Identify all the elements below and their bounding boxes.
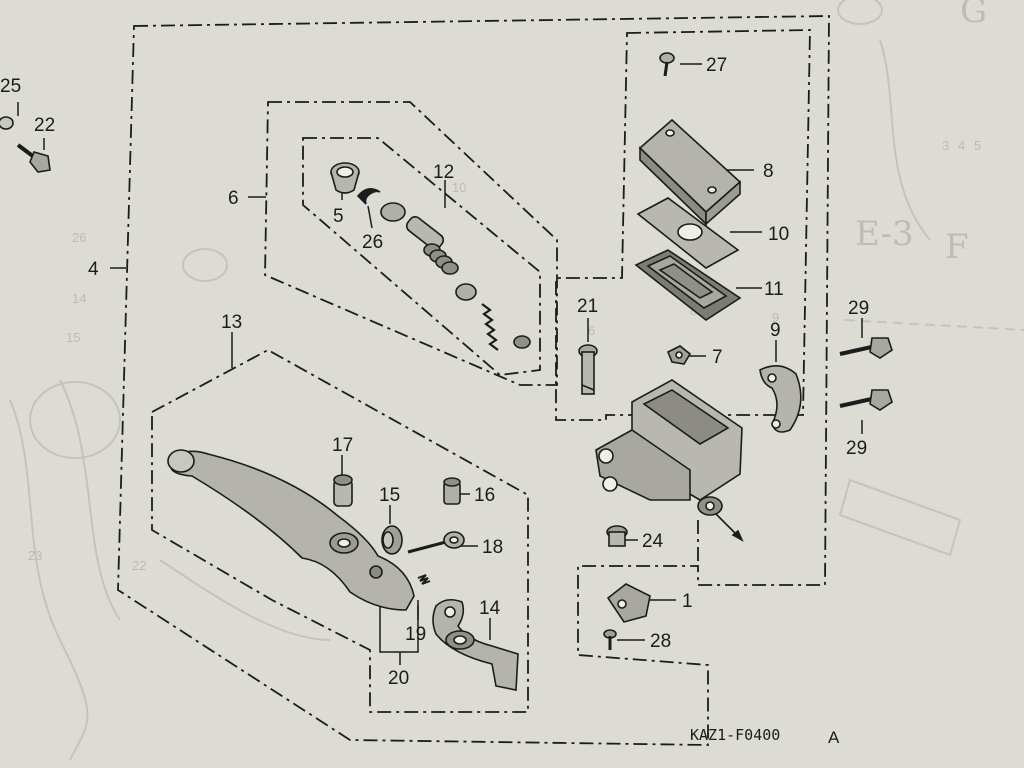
callout-19: 19 (405, 624, 426, 645)
dust-boot-5-part (330, 162, 360, 194)
diagram-code: KAZ1-F0400 (690, 726, 780, 744)
ghost-bar-right (838, 478, 962, 557)
leader-20-bracket (379, 605, 419, 653)
group-outlines (117, 15, 830, 746)
piston-12-part (380, 202, 531, 351)
outline-lever-13 (151, 348, 529, 713)
callout-28: 28 (650, 631, 671, 652)
bolt-22-part (16, 143, 51, 173)
bolt-29-upper-part (839, 337, 893, 359)
callout-21: 21 (577, 296, 598, 317)
callout-6: 6 (228, 188, 239, 209)
nut-7-part (666, 345, 692, 365)
screw-27-part (659, 52, 675, 77)
callout-4: 4 (88, 259, 99, 280)
ghost-harness (159, 559, 331, 641)
callout-10: 10 (768, 224, 789, 245)
ghost-label: G (960, 0, 987, 31)
ghost-label: 26 (72, 230, 86, 245)
callout-5: 5 (333, 206, 344, 227)
cap-24-part (606, 525, 628, 547)
callout-25: 25 (0, 76, 21, 97)
ghost-label: 4 (958, 138, 965, 153)
brake-lever-13-part (167, 449, 415, 611)
bolt-29-lower-part (839, 389, 893, 411)
collar-17-part (333, 474, 353, 507)
ghost-dash-line (844, 319, 1024, 331)
outline-assembly-4 (117, 15, 830, 746)
circlip-26-part (356, 188, 381, 205)
leader-26 (367, 205, 373, 229)
parts (0, 52, 893, 691)
callout-13: 13 (221, 312, 242, 333)
ghost-label: F (945, 227, 969, 267)
background-ghost-layer (9, 0, 1024, 761)
ghost-cable-right (879, 39, 931, 241)
outline-reservoir-group (555, 29, 811, 421)
callout-8: 8 (763, 161, 774, 182)
callout-12: 12 (433, 162, 454, 183)
ghost-label: 23 (28, 548, 42, 563)
background-ghost-text: 26 14 15 22 23 10 3 4 5 6 8 9 G E-3 F (28, 0, 987, 573)
callout-7: 7 (712, 347, 723, 368)
plate-10-part (636, 197, 740, 269)
ghost-label: E-3 (855, 214, 914, 254)
callout-15: 15 (379, 485, 400, 506)
callout-20: 20 (388, 668, 409, 689)
ghost-label: 6 (588, 323, 595, 338)
callout-22: 22 (34, 115, 55, 136)
callout-29-lower: 29 (846, 438, 867, 459)
callout-14: 14 (479, 598, 501, 619)
callout-27: 27 (706, 55, 727, 76)
screw-28-part (603, 629, 617, 650)
reservoir-cap-8-part (638, 118, 742, 226)
ghost-cable-left (9, 399, 89, 761)
diagram-code-suffix: A (828, 728, 840, 747)
ghost-label: 10 (452, 180, 466, 195)
bushing-16-part (443, 477, 461, 505)
ghost-label: 22 (132, 558, 146, 573)
ghost-label: 3 (942, 138, 949, 153)
callout-24: 24 (642, 531, 664, 552)
outline-piston-set-12 (302, 137, 541, 376)
ghost-label: 15 (66, 330, 80, 345)
callout-9: 9 (770, 320, 781, 341)
ghost-label: 9 (772, 310, 779, 325)
spring-19-part (417, 574, 431, 585)
callout-16: 16 (474, 485, 495, 506)
leader-lines (17, 63, 863, 665)
diagram-code-block: KAZ1-F0400 A (690, 726, 840, 747)
stop-switch-1-part (606, 583, 651, 623)
pin-18-part (407, 531, 465, 554)
ghost-cable-left-2 (59, 379, 121, 621)
pivot-bolt-21-part (578, 344, 598, 395)
diaphragm-11-part (634, 249, 742, 321)
callout-17: 17 (332, 435, 353, 456)
callout-1: 1 (682, 591, 693, 612)
ghost-grip (182, 248, 228, 282)
ghost-label: 5 (974, 138, 981, 153)
ghost-ring-top (837, 0, 883, 25)
washer-25-part (0, 116, 14, 130)
callout-29-upper: 29 (848, 298, 869, 319)
outline-piston-set-6 (264, 101, 558, 386)
callout-18: 18 (482, 537, 503, 558)
holder-9-part (759, 365, 802, 433)
ghost-label: 14 (72, 291, 86, 306)
callout-11: 11 (764, 279, 784, 300)
master-cylinder-body-part (595, 379, 744, 542)
pivot-plate-14-part (432, 598, 519, 691)
callout-26: 26 (362, 232, 383, 253)
ghost-switch-housing (29, 381, 121, 459)
adjuster-15-part (381, 525, 403, 555)
callout-labels: 25 22 4 6 5 26 12 13 27 8 10 11 9 7 21 2… (0, 55, 869, 689)
